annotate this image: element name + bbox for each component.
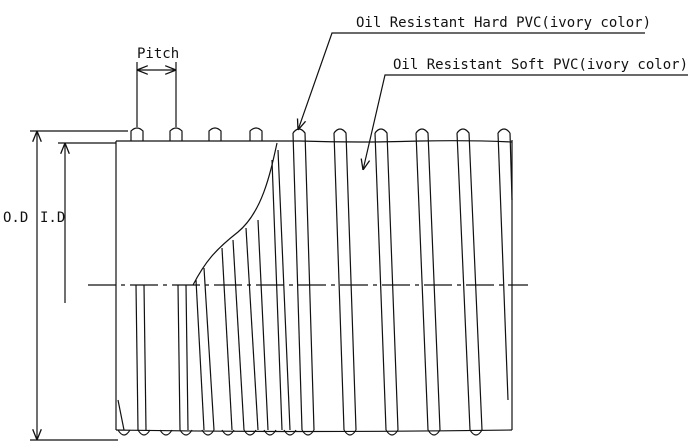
helical-ribs <box>292 128 513 431</box>
inner-ribs <box>195 149 291 431</box>
hard-pvc-leader <box>298 32 645 130</box>
od-label: O.D <box>3 210 28 226</box>
soft-pvc-leader <box>363 74 688 170</box>
hard-pvc-label: Oil Resistant Hard PVC(ivory color) <box>356 15 651 31</box>
top-rib-bumps <box>130 127 263 141</box>
lower-left-ribs <box>117 284 189 431</box>
cutaway-boundary <box>192 142 278 286</box>
soft-pvc-label: Oil Resistant Soft PVC(ivory color) <box>393 57 688 73</box>
bottom-rib-bumps <box>117 429 483 436</box>
pitch-label: Pitch <box>137 46 179 62</box>
hose-top-surface <box>116 140 513 143</box>
hose-bottom-surface <box>115 429 513 433</box>
id-label: I.D <box>40 210 65 226</box>
